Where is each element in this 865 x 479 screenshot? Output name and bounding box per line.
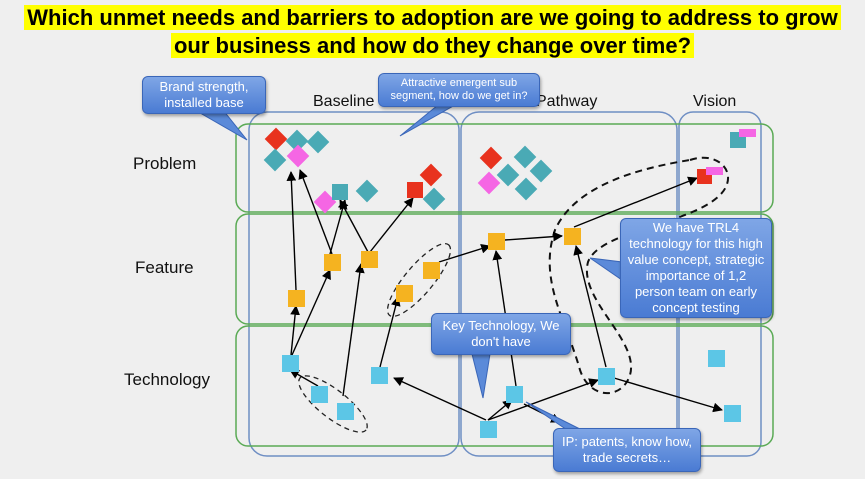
cyan-square [598,368,615,385]
row-problem [235,123,774,213]
column-label-vision: Vision [693,93,737,110]
magenta-diamond [286,144,310,168]
teal-diamond [514,177,538,201]
teal-diamond [513,145,537,169]
cyan-square [708,350,725,367]
orange-square [324,254,341,271]
callout-attractive-segment: Attractive emergent sub segment, how do … [378,73,540,107]
teal-diamond [529,159,553,183]
red-diamond [264,127,288,151]
cyan-square [371,367,388,384]
callout-brand-strength: Brand strength, installed base [142,76,266,114]
title-line-2: our business and how do they change over… [170,33,695,58]
teal-diamond [355,179,379,203]
cyan-square [311,386,328,403]
orange-square [396,285,413,302]
red-square [407,182,423,198]
row-label-problem: Problem [133,154,197,173]
teal-square [332,184,348,200]
cyan-square [282,355,299,372]
teal-diamond [306,130,330,154]
orange-square [288,290,305,307]
cyan-square [506,386,523,403]
problem-shapes [263,127,756,214]
title-line-1: Which unmet needs and barriers to adopti… [24,5,841,30]
orange-square [488,233,505,250]
callout-pointers [193,104,623,433]
feature-shapes [288,228,581,307]
column-label-baseline: Baseline [313,93,375,110]
orange-square [564,228,581,245]
dashed-group-feature [386,242,452,318]
orange-square [361,251,378,268]
dashed-group-pathway [548,156,730,395]
row-label-technology: Technology [124,370,211,389]
cyan-square [480,421,497,438]
teal-diamond [422,187,446,211]
cyan-square [724,405,741,422]
cyan-square [337,403,354,420]
column-label-pathway: Pathway [536,93,598,110]
magenta-square [706,167,723,175]
red-diamond [419,163,443,187]
technology-shapes [282,350,741,438]
callout-key-technology: Key Technology, We don't have [431,313,571,355]
red-diamond [479,146,503,170]
column-baseline [248,111,460,457]
callout-ip: IP: patents, know how, trade secrets… [553,428,701,472]
slide-title: Which unmet needs and barriers to adopti… [0,4,865,60]
callout-trl4-technology: We have TRL4 technology for this high va… [620,218,772,318]
row-label-feature: Feature [135,258,194,277]
orange-square [423,262,440,279]
teal-diamond [263,148,287,172]
magenta-square [739,129,756,137]
